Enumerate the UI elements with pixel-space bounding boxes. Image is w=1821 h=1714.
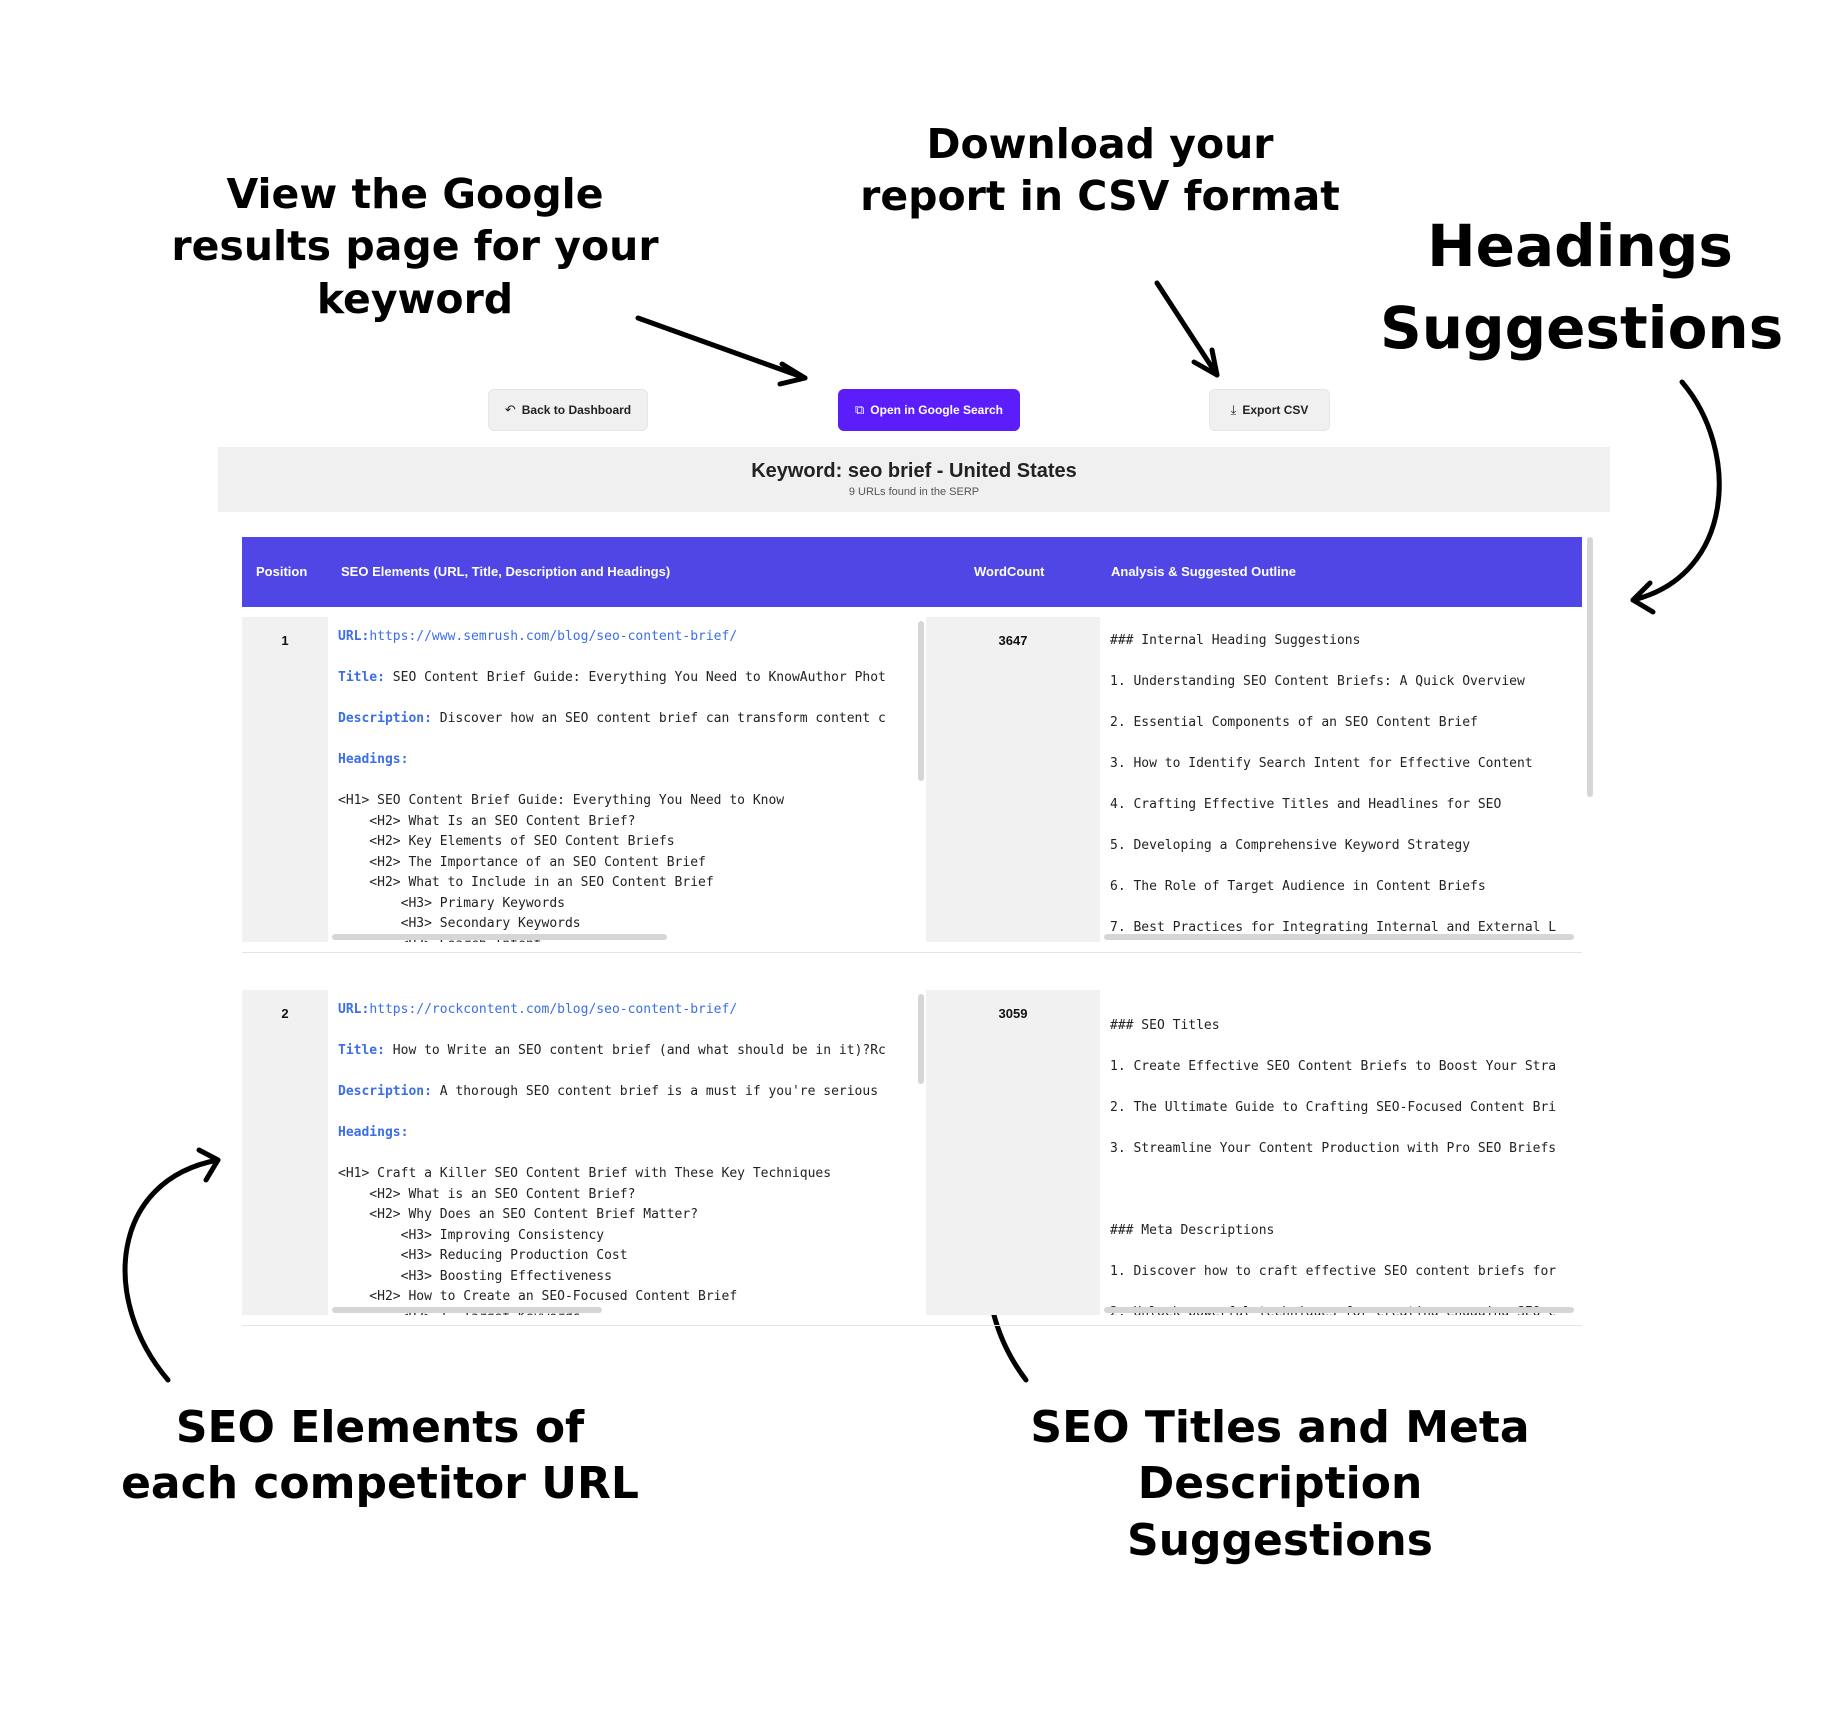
serp-count: 9 URLs found in the SERP (848, 486, 980, 498)
heading-line: <H2> What to Include in an SEO Content B… (338, 875, 714, 890)
url-link[interactable]: https://rockcontent.com/blog/seo-content… (369, 1002, 738, 1017)
open-in-google-search-button[interactable]: ⧉ Open in Google Search (838, 389, 1020, 431)
column-header-position: Position (256, 564, 308, 579)
heading-line: <H3> Primary Keywords (338, 895, 565, 911)
annotation-headings-suggestions: Headings Suggestions (1380, 212, 1784, 363)
download-icon: ⤓ (1230, 402, 1237, 417)
horizontal-scrollbar[interactable] (332, 1307, 602, 1313)
position-cell: 2 (242, 990, 328, 1315)
annotation-seo-elements: SEO Elements of each competitor URL (121, 1402, 639, 1510)
column-header-analysis: Analysis & Suggested Outline (1111, 564, 1296, 579)
arrow-to-google-button (635, 315, 808, 381)
open-in-google-label: Open in Google Search (870, 403, 1003, 417)
wordcount-cell: 3647 (926, 617, 1100, 942)
url-line: URL:https://rockcontent.com/blog/seo-con… (338, 1002, 737, 1017)
analysis-line: 1. Create Effective SEO Content Briefs t… (1110, 1059, 1557, 1074)
headings-label: Headings: (338, 752, 409, 767)
title-value: How to Write an SEO content brief (and w… (384, 1043, 886, 1058)
seo-elements-cell[interactable]: URL:https://rockcontent.com/blog/seo-con… (328, 990, 926, 1315)
keyword-header: Keyword: seo brief - United States 9 URL… (218, 447, 1610, 512)
analysis-line: ### SEO Titles (1110, 1018, 1220, 1033)
heading-line: <H3> Improving Consistency (338, 1227, 605, 1243)
annotation-seo-titles: SEO Titles and Meta Description Suggesti… (1030, 1402, 1530, 1566)
horizontal-scrollbar[interactable] (1104, 1307, 1574, 1313)
vertical-scrollbar[interactable] (918, 621, 924, 781)
heading-line: <H1> SEO Content Brief Guide: Everything… (338, 793, 785, 808)
export-csv-button[interactable]: ⤓ Export CSV (1209, 389, 1330, 431)
analysis-line: 6. The Role of Target Audience in Conten… (1110, 879, 1486, 894)
analysis-line: 4. Crafting Effective Titles and Headlin… (1110, 797, 1502, 812)
analysis-line: 1. Understanding SEO Content Briefs: A Q… (1110, 674, 1525, 689)
description-label: Description: (338, 711, 432, 726)
description-label: Description: (338, 1084, 432, 1099)
vertical-scrollbar[interactable] (918, 994, 924, 1084)
url-label: URL: (338, 1002, 370, 1017)
arrow-to-seo-elements (122, 1157, 221, 1383)
table-row: 2 URL:https://rockcontent.com/blog/seo-co… (242, 990, 1582, 1326)
heading-line: <H2> Why Does an SEO Content Brief Matte… (338, 1207, 699, 1222)
description-line: Description: Discover how an SEO content… (338, 711, 886, 726)
title-label: Title: (338, 670, 385, 685)
column-header-seo-elements: SEO Elements (URL, Title, Description an… (341, 564, 671, 579)
analysis-line: 5. Developing a Comprehensive Keyword St… (1110, 838, 1471, 853)
analysis-line: ### Internal Heading Suggestions (1110, 633, 1361, 648)
heading-line: <H2> What Is an SEO Content Brief? (338, 813, 636, 829)
heading-line: <H2> How to Create an SEO-Focused Conten… (338, 1289, 738, 1304)
results-table: Position SEO Elements (URL, Title, Descr… (242, 537, 1593, 1326)
title-line: Title: How to Write an SEO content brief… (338, 1043, 886, 1058)
annotation-csv-download: Download your report in CSV format (860, 120, 1340, 221)
table-header: Position SEO Elements (URL, Title, Descr… (242, 537, 1582, 607)
headings-label: Headings: (338, 1125, 409, 1140)
url-link[interactable]: https://www.semrush.com/blog/seo-content… (369, 629, 738, 644)
wordcount-cell: 3059 (926, 990, 1100, 1315)
column-header-wordcount: WordCount (974, 564, 1045, 579)
url-line: URL:https://www.semrush.com/blog/seo-con… (338, 629, 737, 644)
analysis-line: 3. Streamline Your Content Production wi… (1110, 1141, 1557, 1156)
analysis-line: 3. How to Identify Search Intent for Eff… (1110, 756, 1533, 771)
heading-line: <H1> Craft a Killer SEO Content Brief wi… (338, 1166, 832, 1181)
row-divider (242, 952, 1582, 953)
title-label: Title: (338, 1043, 385, 1058)
analysis-line: 1. Discover how to craft effective SEO c… (1110, 1264, 1557, 1279)
heading-line: <H2> Key Elements of SEO Content Briefs (338, 834, 675, 849)
arrow-to-export-button (1154, 280, 1220, 378)
analysis-line: 2. Essential Components of an SEO Conten… (1110, 715, 1478, 730)
description-value: Discover how an SEO content brief can tr… (431, 711, 886, 726)
heading-line: <H3> Reducing Production Cost (338, 1248, 628, 1263)
horizontal-scrollbar[interactable] (1104, 934, 1574, 940)
analysis-line: ### Meta Descriptions (1110, 1223, 1275, 1238)
seo-elements-cell[interactable]: URL:https://www.semrush.com/blog/seo-con… (328, 617, 926, 942)
title-value: SEO Content Brief Guide: Everything You … (384, 670, 886, 685)
position-cell: 1 (242, 617, 328, 942)
table-row: 1 URL:https://www.semrush.com/blog/seo-co… (242, 617, 1582, 953)
url-label: URL: (338, 629, 370, 644)
analysis-cell[interactable]: ### SEO Titles 1. Create Effective SEO Co… (1100, 990, 1582, 1315)
heading-line: <H3> Boosting Effectiveness (338, 1268, 612, 1284)
table-vertical-scrollbar[interactable] (1587, 537, 1593, 797)
page-title: Keyword: seo brief - United States (751, 460, 1077, 482)
back-to-dashboard-label: Back to Dashboard (521, 403, 632, 417)
analysis-cell[interactable]: ### Internal Heading Suggestions 1. Under… (1100, 617, 1582, 942)
description-value: A thorough SEO content brief is a must i… (431, 1084, 879, 1099)
horizontal-scrollbar[interactable] (332, 934, 667, 940)
annotation-google-results: View the Google results page for your ke… (171, 170, 659, 323)
title-line: Title: SEO Content Brief Guide: Everythi… (338, 670, 886, 685)
external-link-icon: ⧉ (855, 402, 865, 417)
heading-line: <H2> The Importance of an SEO Content Br… (338, 854, 706, 870)
export-csv-label: Export CSV (1242, 403, 1309, 417)
back-to-dashboard-button[interactable]: ↶ Back to Dashboard (488, 389, 648, 431)
analysis-line: 2. The Ultimate Guide to Crafting SEO-Fo… (1110, 1100, 1557, 1115)
heading-line: <H2> What is an SEO Content Brief? (338, 1186, 636, 1202)
description-line: Description: A thorough SEO content brie… (338, 1084, 878, 1099)
row-divider (242, 1325, 1582, 1326)
heading-line: <H3> Secondary Keywords (338, 916, 581, 931)
analysis-line: 7. Best Practices for Integrating Intern… (1110, 920, 1557, 935)
undo-arrow-icon: ↶ (504, 402, 516, 417)
arrow-to-analysis-column (1630, 379, 1722, 603)
